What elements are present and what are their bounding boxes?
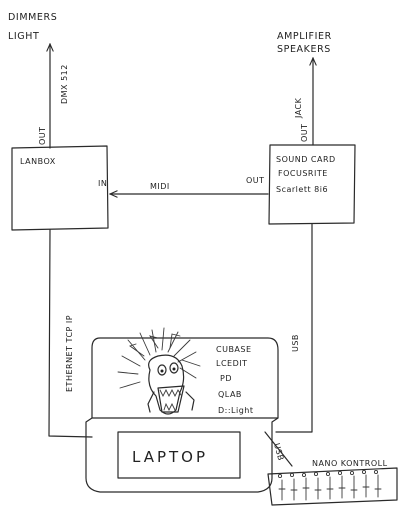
- laptop-label: LAPTOP: [132, 448, 208, 466]
- software-item: D::Light: [218, 406, 254, 415]
- software-list: CUBASE LCEDIT PD QLAB D::Light: [216, 345, 254, 415]
- jack-label: JACK: [294, 97, 303, 119]
- soundcard-out-label: OUT: [246, 176, 265, 185]
- software-item: PD: [220, 374, 232, 383]
- nanokontrol-label: NANO KONTROLL: [312, 459, 388, 468]
- lanbox-out-label: OUT: [38, 126, 47, 145]
- svg-text:AMPLIFIER: AMPLIFIER: [277, 31, 332, 42]
- midi-label: MIDI: [150, 182, 170, 191]
- software-item: CUBASE: [216, 345, 252, 354]
- software-item: QLAB: [218, 390, 242, 399]
- software-item: LCEDIT: [216, 359, 248, 368]
- ethernet-label: ETHERNET TCP IP: [65, 315, 74, 392]
- wild-haired-creature-icon: [118, 328, 200, 414]
- usb-soundcard-label: USB: [291, 334, 300, 352]
- usb-soundcard-line: [276, 224, 312, 432]
- soundcard-model-label: Scarlett 8i6: [276, 185, 328, 194]
- svg-text:LIGHT: LIGHT: [8, 31, 39, 42]
- soundcard-brand-label: FOCUSRITE: [278, 169, 328, 178]
- lanbox-in-label: IN: [98, 179, 107, 188]
- amplifier-speakers-label: AMPLIFIER SPEAKERS: [277, 31, 332, 55]
- fader-icon: [279, 475, 381, 500]
- svg-text:DIMMERS: DIMMERS: [8, 12, 57, 23]
- dmx-label: DMX 512: [60, 64, 69, 104]
- usb-nano-label: USB: [272, 442, 285, 462]
- lanbox-label: LANBOX: [20, 157, 56, 166]
- svg-text:SPEAKERS: SPEAKERS: [277, 44, 331, 55]
- soundcard-label: SOUND CARD: [276, 155, 336, 164]
- soundcard-out-top-label: OUT: [300, 123, 309, 142]
- dimmers-light-label: DIMMERS LIGHT: [8, 12, 57, 42]
